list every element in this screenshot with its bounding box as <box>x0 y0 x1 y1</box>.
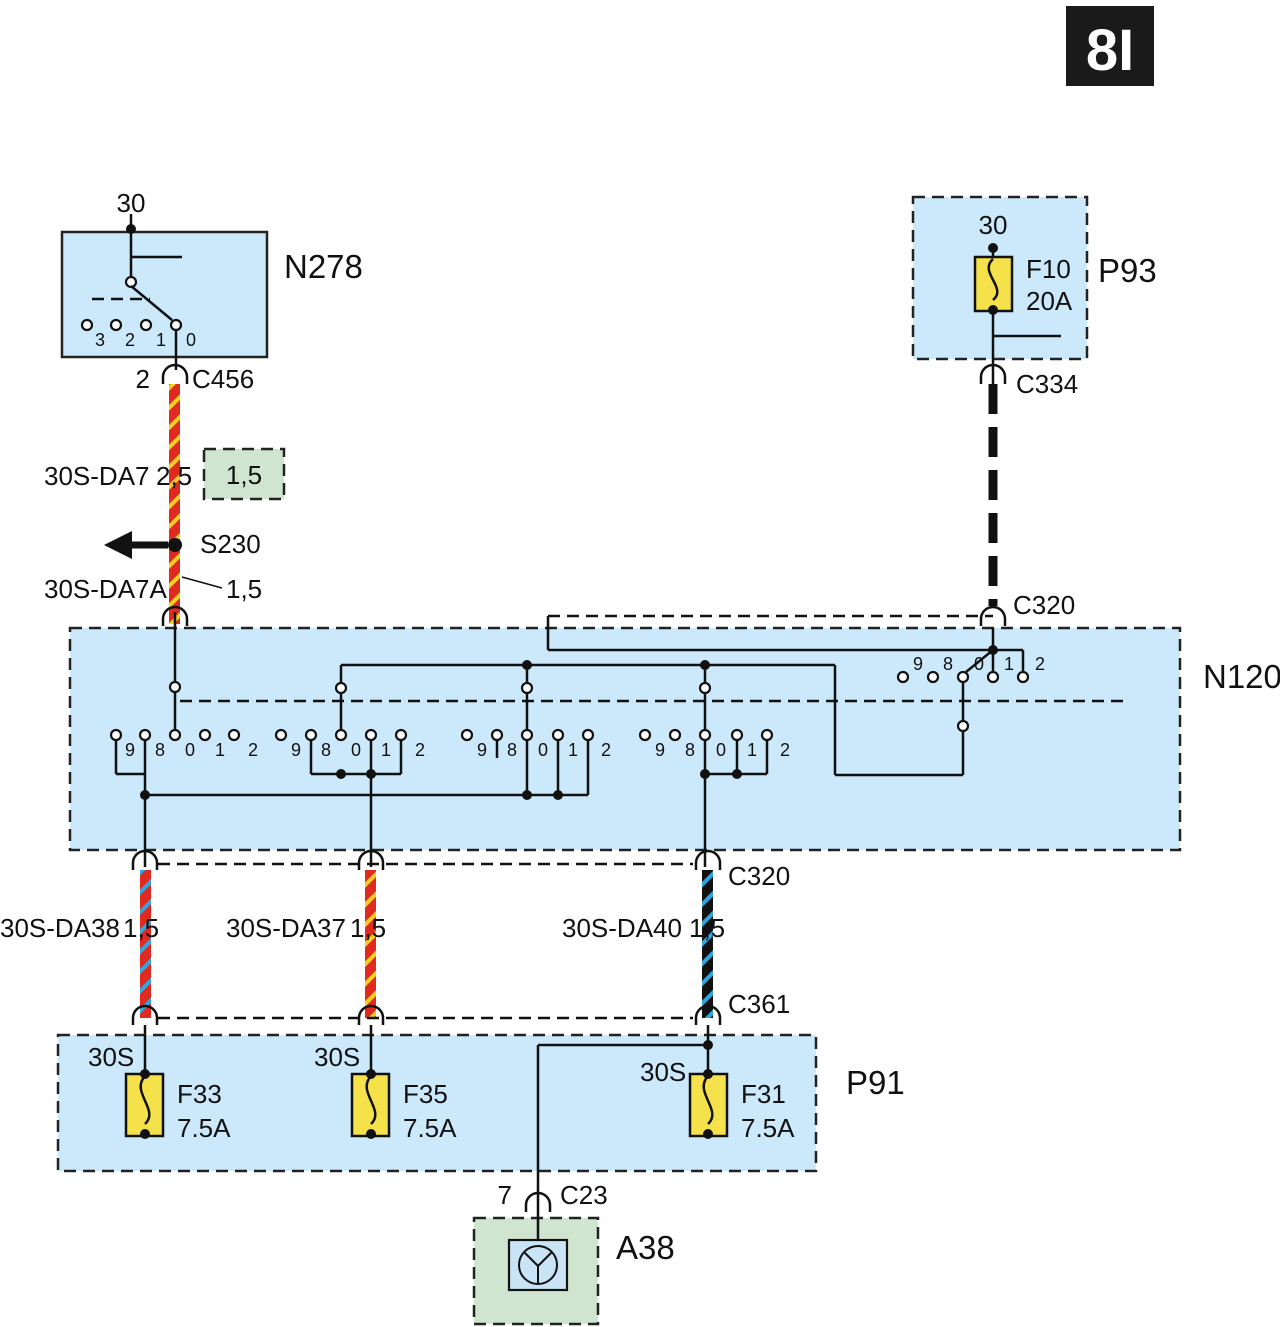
f35-terminal-label: 30S <box>314 1042 360 1072</box>
wire-da7 <box>169 384 180 624</box>
wire-da40 <box>702 870 713 1018</box>
n120-g3-pos-1: 1 <box>568 740 578 760</box>
fuse-f33 <box>124 1069 165 1139</box>
n120-g4-pos-8: 8 <box>685 740 695 760</box>
f33-rating: 7.5A <box>177 1113 231 1143</box>
n120-g3-pos-2: 2 <box>601 740 611 760</box>
n120-g5-pos-0: 0 <box>974 654 984 674</box>
c456-pin-label: 2 <box>136 364 150 394</box>
s230-label: S230 <box>200 529 261 559</box>
n120-g4-pos-9: 9 <box>655 740 665 760</box>
c320-top-connector-symbol <box>979 605 1007 626</box>
s230-arrow-icon <box>104 531 132 559</box>
f35-rating: 7.5A <box>403 1113 457 1143</box>
n120-g2-pos-2: 2 <box>415 740 425 760</box>
n278-pos-1: 1 <box>156 330 166 350</box>
n278-pos-2: 2 <box>125 330 135 350</box>
c320-bottom-pin-da37 <box>357 849 385 870</box>
n120-g5-pos-8: 8 <box>943 654 953 674</box>
n120-switch-network <box>109 612 1128 867</box>
n120-label: N120 <box>1203 658 1280 695</box>
wire-da7a-leader <box>181 576 223 589</box>
c456-label: C456 <box>192 364 254 394</box>
page-tag-bg <box>1066 6 1154 86</box>
a38-lamp-icon <box>507 1238 569 1292</box>
f35-name: F35 <box>403 1079 448 1109</box>
n120-g1-pos-1: 1 <box>215 740 225 760</box>
fuse-f31 <box>688 1069 729 1139</box>
n120-g3-pos-0: 0 <box>538 740 548 760</box>
n120-g2-pos-1: 1 <box>381 740 391 760</box>
fuse-f35 <box>350 1069 391 1139</box>
n120-input-connector-symbol <box>161 605 189 626</box>
n120-g1-pos-8: 8 <box>155 740 165 760</box>
wire-da38-size: 1,5 <box>123 913 159 943</box>
p93-label: P93 <box>1098 252 1157 289</box>
n120-g5-pos-9: 9 <box>913 654 923 674</box>
n120-g4-pos-1: 1 <box>747 740 757 760</box>
f33-name: F33 <box>177 1079 222 1109</box>
n120-g4-pos-0: 0 <box>716 740 726 760</box>
n120-g1-pos-0: 0 <box>185 740 195 760</box>
n278-pos-3: 3 <box>95 330 105 350</box>
f31-name: F31 <box>741 1079 786 1109</box>
n278-label: N278 <box>284 248 363 285</box>
page-tag-label: 8I <box>1086 18 1134 83</box>
p93-fuse-rating: 20A <box>1026 286 1073 316</box>
n120-g5-pos-1: 1 <box>1004 654 1014 674</box>
n278-box <box>60 230 269 359</box>
wire-da38-name: 30S-DA38 <box>0 913 120 943</box>
n120-g1-pos-2: 2 <box>248 740 258 760</box>
alt-size-box <box>202 447 286 501</box>
p93-fuse-name: F10 <box>1026 254 1071 284</box>
c23-connector-symbol <box>524 1191 552 1212</box>
c320-bottom-pin-da38 <box>131 849 159 870</box>
p93-fuse-f10 <box>973 243 1061 384</box>
wire-da37 <box>365 870 376 1018</box>
c320-bottom-pin-da40 <box>694 849 722 870</box>
p91-label: P91 <box>846 1064 905 1101</box>
wire-da7a-name: 30S-DA7A <box>44 574 167 604</box>
c361-label: C361 <box>728 989 790 1019</box>
wire-da7-name: 30S-DA7 <box>44 461 150 491</box>
n120-g2-pos-9: 9 <box>291 740 301 760</box>
wire-da38 <box>140 870 151 1018</box>
n278-terminal-label: 30 <box>117 188 146 218</box>
c361-pin-da40 <box>694 1004 722 1025</box>
c361-pin-da37 <box>357 1004 385 1025</box>
n120-g1-pos-9: 9 <box>125 740 135 760</box>
f31-terminal-label: 30S <box>640 1057 686 1087</box>
n120-g4-pos-2: 2 <box>780 740 790 760</box>
n120-g2-pos-0: 0 <box>351 740 361 760</box>
s230-splice-dot <box>168 538 182 552</box>
wire-da7-alt-size: 1,5 <box>226 460 262 490</box>
c23-pin-label: 7 <box>498 1180 512 1210</box>
n120-g3-pos-9: 9 <box>477 740 487 760</box>
c23-label: C23 <box>560 1180 608 1210</box>
f33-terminal-label: 30S <box>88 1042 134 1072</box>
wire-da7-size: 2,5 <box>156 461 192 491</box>
c334-label: C334 <box>1016 369 1078 399</box>
n120-g5-pos-2: 2 <box>1035 654 1045 674</box>
wire-da40-size: 1,5 <box>689 913 725 943</box>
n278-switch <box>80 214 183 370</box>
wire-da40-name: 30S-DA40 <box>562 913 682 943</box>
c456-connector-symbol <box>161 363 189 384</box>
wire-da7a-size: 1,5 <box>226 574 262 604</box>
c320-top-label: C320 <box>1013 590 1075 620</box>
p93-terminal-label: 30 <box>979 210 1008 240</box>
wire-da37-size: 1,5 <box>350 913 386 943</box>
n120-g3-pos-8: 8 <box>507 740 517 760</box>
page-tag: 8I <box>1066 6 1154 86</box>
n120-g2-pos-8: 8 <box>321 740 331 760</box>
n278-pos-0: 0 <box>186 330 196 350</box>
wire-da37-name: 30S-DA37 <box>226 913 346 943</box>
c320-bottom-label: C320 <box>728 861 790 891</box>
f31-rating: 7.5A <box>741 1113 795 1143</box>
c334-connector-symbol <box>979 363 1007 384</box>
a38-label: A38 <box>616 1229 675 1266</box>
c361-pin-da38 <box>131 1004 159 1025</box>
